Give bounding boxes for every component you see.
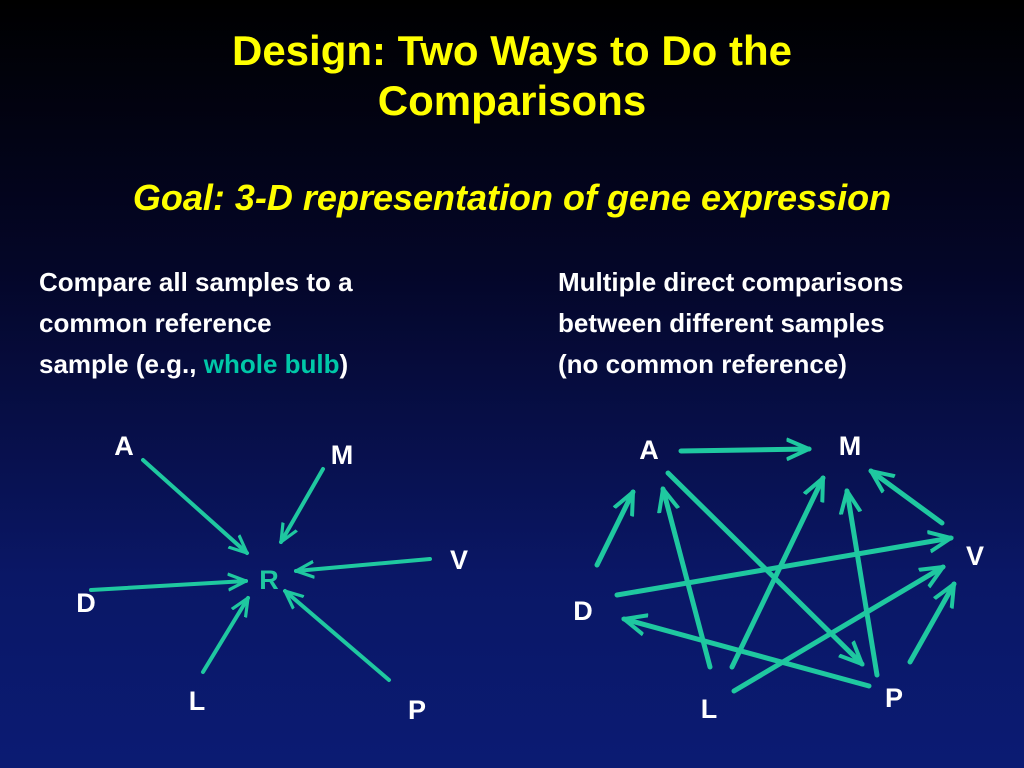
left-line-1: Compare all samples to a <box>39 267 353 297</box>
right-line-1: Multiple direct comparisons <box>558 267 904 297</box>
reference-arrow-p-to-r <box>285 591 391 682</box>
reference-node-m: M <box>331 440 354 470</box>
direct-node-l: L <box>701 694 718 724</box>
reference-node-p: P <box>408 695 426 725</box>
title-line-2: Comparisons <box>377 77 647 124</box>
slide-title: Design: Two Ways to Do the Comparisons <box>0 26 1024 126</box>
goal-subtitle: Goal: 3-D representation of gene express… <box>132 177 892 218</box>
left-line-3-suffix: ) <box>339 349 349 379</box>
reference-arrow-a-to-r <box>141 458 247 553</box>
direct-arrow-d-to-a <box>594 492 636 568</box>
direct-arrow-l-to-v <box>731 567 943 694</box>
reference-node-a: A <box>114 431 134 461</box>
right-line-3: (no common reference) <box>558 349 847 379</box>
direct-arrow-l-to-a <box>663 489 713 670</box>
reference-arrow-v-to-r <box>296 557 432 571</box>
whole-bulb-highlight: whole bulb <box>203 349 340 379</box>
direct-arrow-p-to-d <box>624 619 872 689</box>
reference-design-description: Compare all samples to a common referenc… <box>39 262 479 385</box>
direct-arrow-v-to-m <box>871 471 945 526</box>
left-line-3-prefix: sample (e.g., <box>39 349 204 379</box>
direct-node-a: A <box>639 435 659 465</box>
direct-node-v: V <box>966 541 984 571</box>
title-line-1: Design: Two Ways to Do the <box>231 27 792 74</box>
direct-arrow-d-to-v <box>614 538 951 598</box>
right-line-2: between different samples <box>558 308 885 338</box>
reference-node-l: L <box>189 686 206 716</box>
reference-arrow-l-to-r <box>201 598 248 674</box>
direct-node-p: P <box>885 683 903 713</box>
direct-arrow-p-to-m <box>847 491 880 678</box>
reference-node-d: D <box>76 588 96 618</box>
direct-node-d: D <box>573 596 593 626</box>
direct-design-nodes: A M V D L P <box>573 431 984 724</box>
direct-arrow-a-to-m <box>678 449 809 451</box>
reference-design-nodes: A M V D L P R <box>76 431 468 725</box>
left-line-2: common reference <box>39 308 272 338</box>
direct-arrow-p-to-v <box>907 584 957 665</box>
direct-design-arrows <box>594 449 957 694</box>
left-line-3: sample (e.g., whole bulb) <box>39 344 479 385</box>
reference-arrow-d-to-r <box>89 581 246 592</box>
direct-node-m: M <box>839 431 862 461</box>
reference-arrow-m-to-r <box>279 467 325 542</box>
direct-arrow-l-to-m <box>729 478 826 670</box>
reference-node-v: V <box>450 545 468 575</box>
reference-node-r: R <box>259 565 279 595</box>
direct-design-description: Multiple direct comparisons between diff… <box>558 262 1018 385</box>
reference-design-arrows <box>89 458 432 682</box>
